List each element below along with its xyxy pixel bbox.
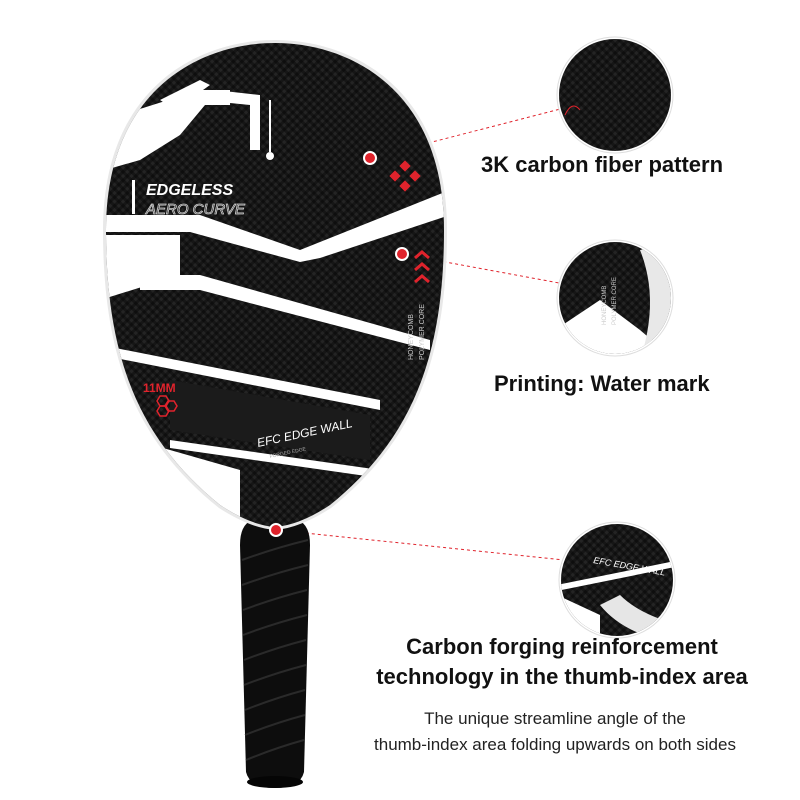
- callout-title-printing: Printing: Water mark: [494, 371, 710, 396]
- paddle-core-line1: HONEYCOMB: [408, 314, 415, 360]
- paddle-head: EDGELESS AERO CURVE 11MM HONEYCOMB POLYM…: [103, 40, 447, 537]
- callout-description: The unique streamline angle of the thumb…: [330, 706, 780, 758]
- chevron-marks-icon: [414, 250, 430, 284]
- callout-leader-lines: [275, 105, 573, 561]
- paddle-grip: [240, 520, 310, 788]
- callout-description-line1: The unique streamline angle of the: [424, 709, 686, 728]
- paddle-thickness: 11MM: [143, 381, 176, 395]
- paddle-brand-line2: AERO CURVE: [145, 201, 246, 218]
- callout-title-forging: Carbon forging reinforcement technology …: [352, 632, 772, 692]
- zoom-core-line1: HONEYCOMB: [602, 286, 608, 325]
- callout-markers: [269, 151, 409, 537]
- callout-description-line2: thumb-index area folding upwards on both…: [374, 735, 736, 754]
- callout-title-forging-line1: Carbon forging reinforcement: [406, 634, 718, 659]
- paddle-brand-line1: EDGELESS: [146, 182, 233, 199]
- paddle-core-line2: POLYMER CORE: [419, 304, 426, 360]
- hexagon-core-icon: [156, 395, 178, 417]
- zoom-circle-printing: HONEYCOMB POLYMER CORE: [556, 239, 674, 357]
- zoom-core-line2: POLYMER CORE: [612, 277, 618, 325]
- callout-title-carbon: 3K carbon fiber pattern: [481, 152, 724, 177]
- diamond-logo-icon: [389, 160, 421, 192]
- callout-title-forging-line2: technology in the thumb-index area: [376, 664, 748, 689]
- zoom-circle-edge-wall: EFC EDGE WALL: [558, 521, 676, 639]
- zoom-circle-carbon: [556, 36, 674, 154]
